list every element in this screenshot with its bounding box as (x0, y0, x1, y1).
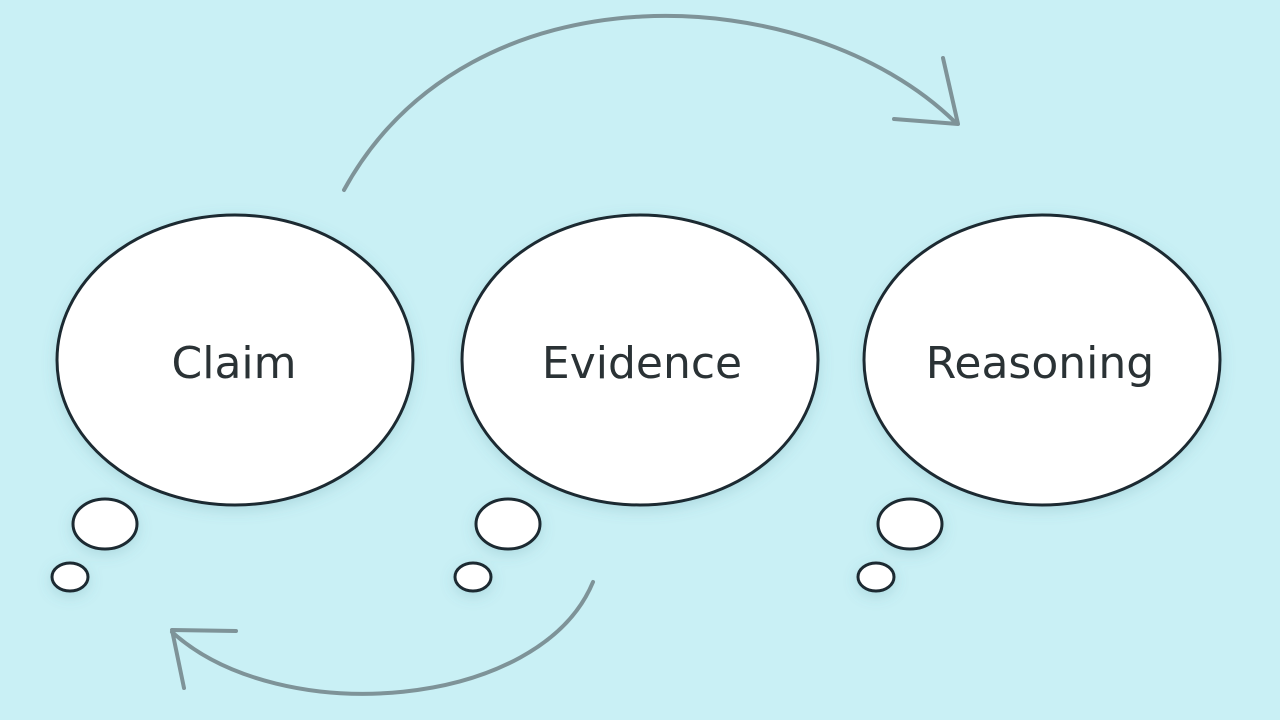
bubble-label: Claim (172, 338, 297, 389)
bubble-tail-large (876, 497, 944, 551)
bottom-arrowhead-icon (170, 628, 238, 690)
bubble-tail-large (71, 497, 139, 551)
bubble-body (862, 213, 1222, 507)
bottom-cycle-arrow (170, 580, 595, 696)
bubble-label: Reasoning (926, 338, 1154, 389)
thought-bubble-reasoning: Reasoning (856, 213, 1222, 593)
bubble-tail-small (50, 561, 90, 593)
bubble-tail-small (856, 561, 896, 593)
bottom-arrow-arc (170, 580, 595, 696)
bubble-body (460, 213, 820, 507)
top-cycle-arrow (342, 14, 960, 192)
top-arrow-arc (342, 14, 957, 192)
bubble-tail-small (453, 561, 493, 593)
bubble-tail-large (474, 497, 542, 551)
thought-bubble-claim: Claim (50, 213, 415, 593)
top-arrowhead-icon (892, 56, 960, 126)
thought-bubble-evidence: Evidence (453, 213, 820, 593)
bubble-label: Evidence (542, 338, 742, 389)
bubble-body (55, 213, 415, 507)
